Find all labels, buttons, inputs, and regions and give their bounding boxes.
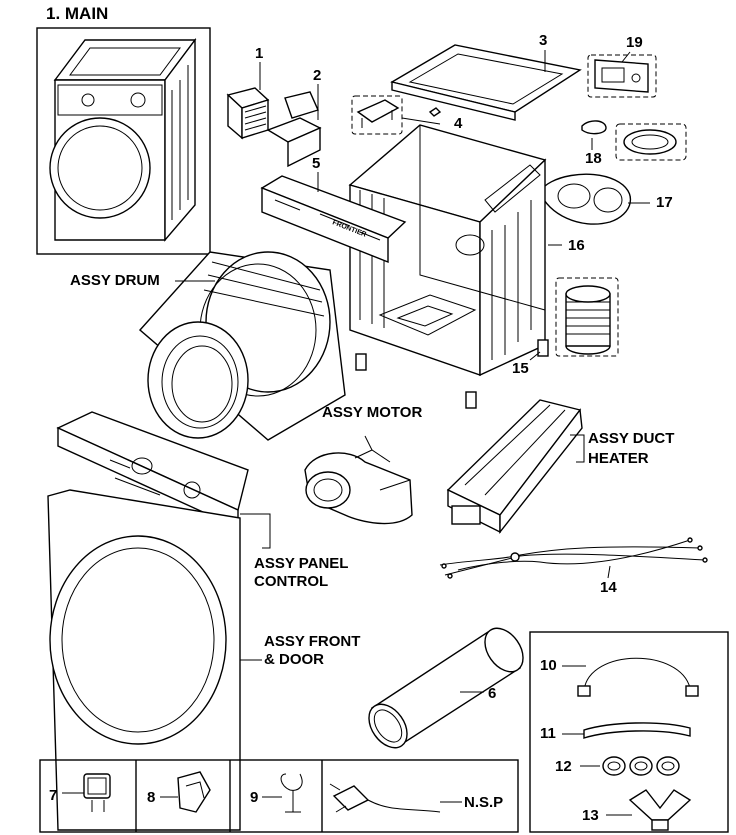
label-part-11: 11 [540,725,556,742]
label-assy-drum: ASSY DRUM [70,272,160,289]
label-part-18: 18 [585,150,602,167]
assy-panel-control [56,411,271,549]
part-19-board [587,51,657,98]
part-3-top-cover [390,44,582,121]
part-5-panel-frame: FRONTIER [260,172,407,264]
part-14-harness [439,537,708,579]
label-part-10: 10 [540,657,557,674]
hose-kit-box [529,631,729,833]
label-part-1: 1 [255,45,264,62]
label-part-19: 19 [626,34,643,51]
assy-duct-heater [446,399,585,535]
label-part-8: 8 [147,789,156,806]
label-assy-duct: ASSY DUCT [588,430,675,447]
label-assy-door: & DOOR [264,651,324,668]
label-part-9: 9 [250,789,259,806]
label-part-4: 4 [454,115,463,132]
part-6-vent-duct [368,627,524,749]
assy-drum [139,251,346,441]
part-17-duct-cover [539,173,650,225]
label-part-15: 15 [512,360,529,377]
label-assy-heater: HEATER [588,450,649,467]
part-2-bracket [266,84,322,168]
label-part-2: 2 [313,67,322,84]
part-18-gasket [581,120,687,161]
label-part-5: 5 [312,155,321,172]
dryer-overview [36,27,211,255]
label-assy-panel: ASSY PANEL [254,555,349,572]
label-assy-front: ASSY FRONT [264,633,361,650]
assy-motor [304,435,413,525]
part-1-filter [226,62,270,140]
label-part-6: 6 [488,685,497,702]
part-15-foot [355,339,549,409]
label-assy-control: CONTROL [254,573,329,590]
label-part-14: 14 [600,579,617,596]
part-16-cabinet [348,124,562,377]
assy-front-door [47,489,262,831]
part-4-bracket [351,95,442,135]
label-part-16: 16 [568,237,585,254]
label-part-3: 3 [539,32,548,49]
diagram-title: 1. MAIN [46,4,109,23]
label-nsp: N.S.P [464,794,504,811]
label-part-17: 17 [656,194,673,211]
accessory-box [39,759,519,833]
label-part-7: 7 [49,787,58,804]
label-part-13: 13 [582,807,599,824]
duct-bellows [555,277,619,357]
label-part-12: 12 [555,758,572,775]
label-assy-motor: ASSY MOTOR [322,404,423,421]
